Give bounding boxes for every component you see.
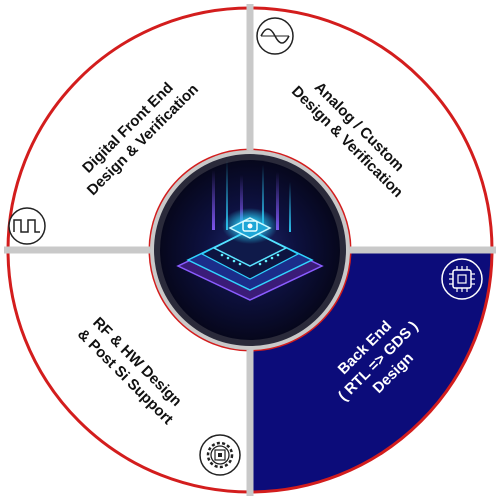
gear-chip-icon (199, 434, 241, 476)
quadrant-separators (4, 4, 496, 496)
sine-wave-icon (256, 17, 294, 55)
central-chip-image (150, 150, 350, 350)
square-wave-icon (8, 207, 46, 245)
chip-icon (441, 258, 483, 300)
